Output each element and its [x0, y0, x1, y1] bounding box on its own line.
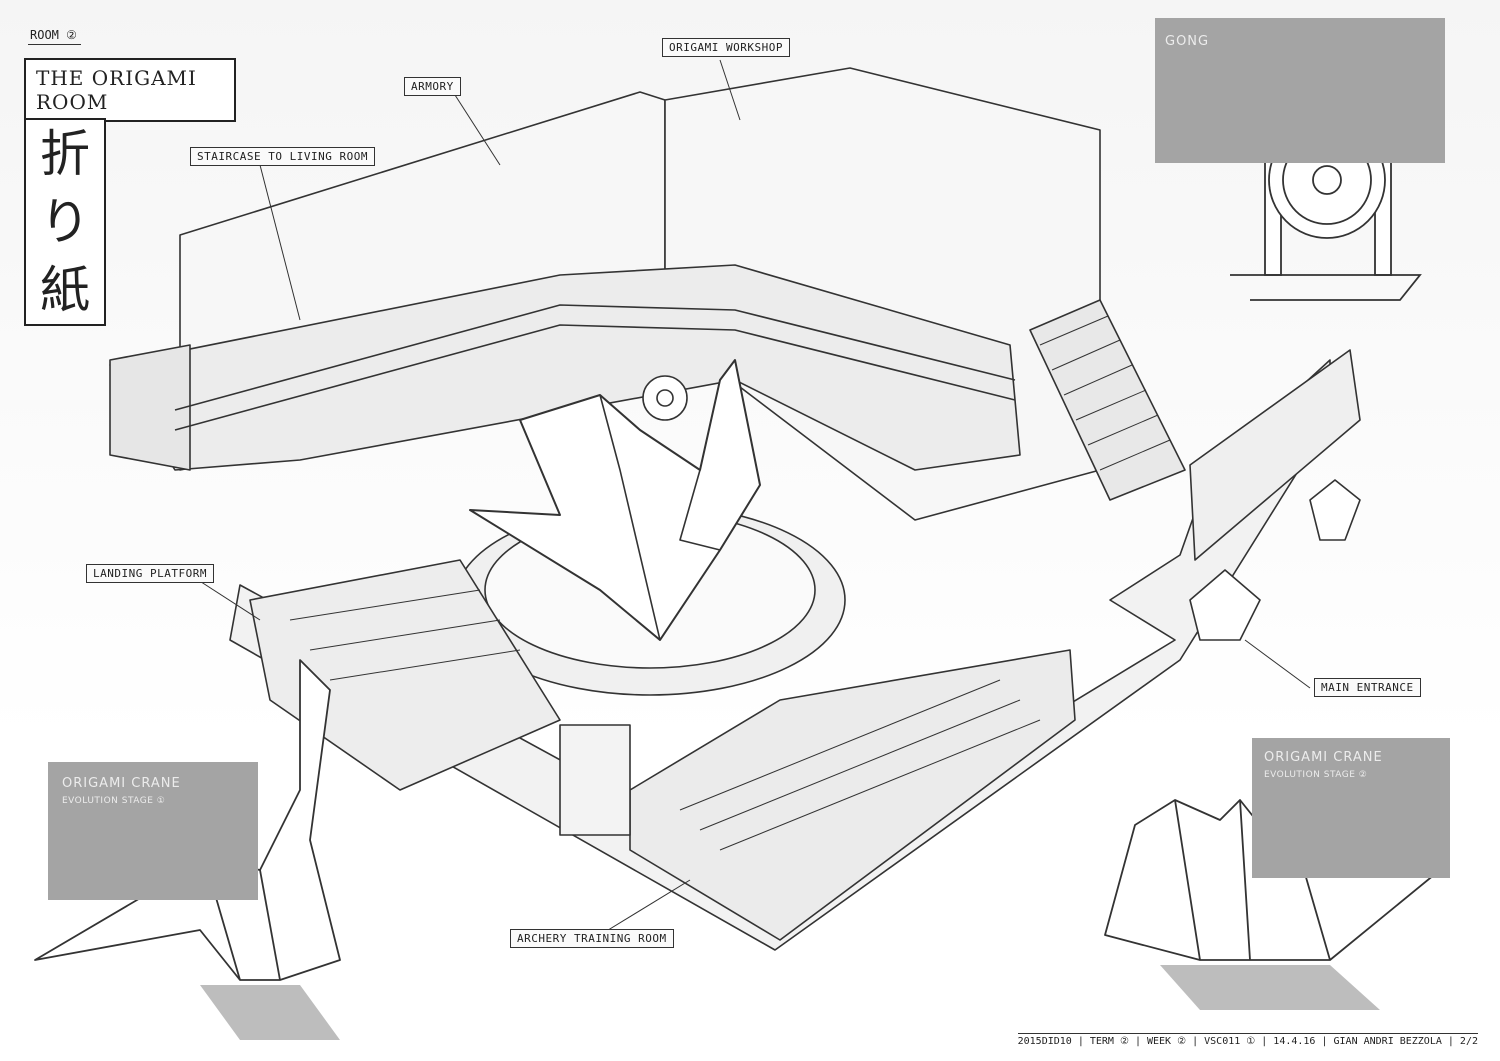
- crane-stage-2-card: Origami Crane Evolution Stage ②: [1252, 738, 1450, 878]
- giant-crane: [469, 359, 761, 641]
- balcony-gong: [642, 375, 688, 421]
- kanji-3: 紙: [40, 261, 90, 319]
- left-wing-platform: [109, 344, 191, 471]
- balcony-railing: [174, 304, 1016, 411]
- crane-stage-1-title: Origami Crane: [62, 776, 181, 791]
- callout-landing-platform: Landing Platform: [86, 564, 214, 583]
- right-entrance-wall: [1189, 349, 1361, 561]
- kanji-2: り: [40, 193, 90, 251]
- stone-lantern-1: [1189, 569, 1261, 641]
- samurai-pillar: [559, 724, 631, 836]
- crane-stage-2-title: Origami Crane: [1264, 750, 1383, 765]
- stone-lantern-2: [1309, 479, 1361, 541]
- crane-stage-2-subtitle: Evolution Stage ②: [1264, 770, 1368, 780]
- callout-archery-training-room: Archery Training Room: [510, 929, 674, 948]
- room-number: Room ②: [28, 28, 81, 45]
- callout-staircase: Staircase to Living Room: [190, 147, 375, 166]
- kanji-panel: 折 り 紙: [24, 118, 106, 326]
- crane-stage-1-card: Origami Crane Evolution Stage ①: [48, 762, 258, 900]
- gong-card: Gong: [1155, 18, 1445, 163]
- kanji-1: 折: [40, 125, 90, 183]
- landing-platform-floor: [249, 559, 561, 791]
- sheet-title: The Origami Room: [24, 58, 236, 122]
- balcony-floor: [109, 264, 1021, 471]
- gong-card-title: Gong: [1165, 34, 1210, 49]
- footer-credits: 2015DID10 | Term ② | Week ② | VSC011 ① |…: [1017, 1033, 1478, 1047]
- crane-stage-2-drawing: [1104, 799, 1441, 1010]
- callout-armory: Armory: [404, 77, 461, 96]
- callout-origami-workshop: Origami Workshop: [662, 38, 790, 57]
- callout-main-entrance: Main Entrance: [1314, 678, 1421, 697]
- crane-stage-1-subtitle: Evolution Stage ①: [62, 796, 166, 806]
